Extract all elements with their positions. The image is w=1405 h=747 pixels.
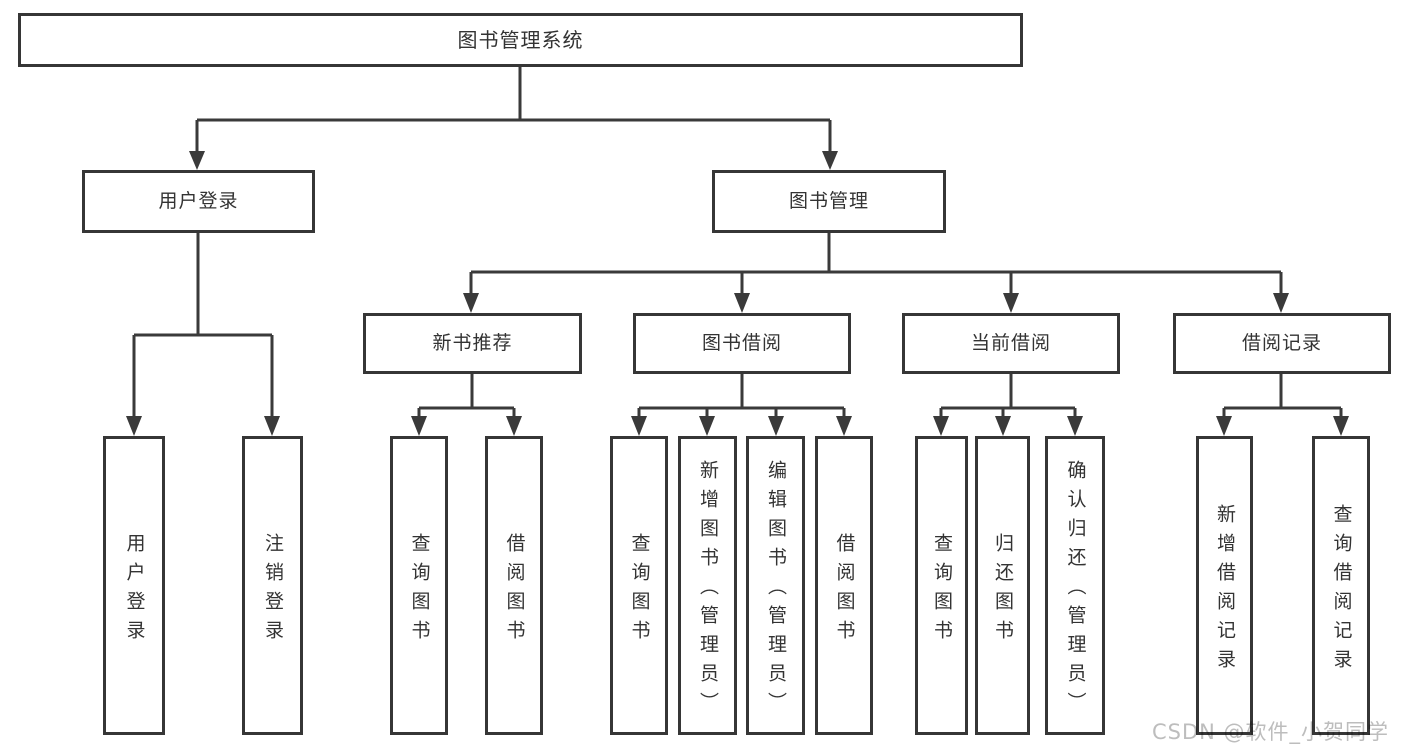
leaf-confirm-return-admin-label: 确认归还（管理员） <box>1064 460 1087 721</box>
connector-current-borrowing-children <box>933 374 1083 436</box>
node-new-book-recommend: 新书推荐 <box>363 313 582 374</box>
leaf-user-login: 用户登录 <box>103 436 165 735</box>
connector-borrowing-records-children <box>1216 374 1349 436</box>
leaf-query-books-borrowing: 查询图书 <box>610 436 668 735</box>
leaf-user-login-label: 用户登录 <box>123 532 146 649</box>
node-user-login: 用户登录 <box>82 170 315 233</box>
leaf-query-books-current: 查询图书 <box>915 436 968 735</box>
node-current-borrowing-label: 当前借阅 <box>970 332 1051 354</box>
leaf-query-books-recommend: 查询图书 <box>390 436 448 735</box>
connector-book-management-children <box>463 233 1289 313</box>
leaf-add-book-admin-label: 新增图书（管理员） <box>697 460 719 721</box>
node-user-login-label: 用户登录 <box>158 190 239 212</box>
node-borrowing-records: 借阅记录 <box>1173 313 1391 374</box>
leaf-borrow-books-recommend-label: 借阅图书 <box>503 532 526 649</box>
leaf-return-book: 归还图书 <box>975 436 1030 735</box>
leaf-confirm-return-admin: 确认归还（管理员） <box>1045 436 1105 735</box>
leaf-add-book-admin: 新增图书（管理员） <box>678 436 737 735</box>
leaf-query-books-borrowing-label: 查询图书 <box>628 532 651 649</box>
node-book-borrowing-label: 图书借阅 <box>701 332 782 354</box>
leaf-edit-book-admin: 编辑图书（管理员） <box>746 436 805 735</box>
leaf-add-borrow-record-label: 新增借阅记录 <box>1214 503 1236 678</box>
leaf-borrow-books-recommend: 借阅图书 <box>485 436 543 735</box>
connector-root-to-level2 <box>189 67 838 170</box>
leaf-borrow-books: 借阅图书 <box>815 436 873 735</box>
leaf-query-borrow-record: 查询借阅记录 <box>1312 436 1370 735</box>
leaf-query-books-current-label: 查询图书 <box>931 532 953 649</box>
node-library-system-label: 图书管理系统 <box>457 28 584 52</box>
leaf-borrow-books-label: 借阅图书 <box>833 532 856 649</box>
node-book-borrowing: 图书借阅 <box>633 313 851 374</box>
leaf-logout: 注销登录 <box>242 436 303 735</box>
leaf-add-borrow-record: 新增借阅记录 <box>1196 436 1253 735</box>
leaf-edit-book-admin-label: 编辑图书（管理员） <box>765 460 787 721</box>
connector-new-book-recommend-children <box>411 374 522 436</box>
node-borrowing-records-label: 借阅记录 <box>1241 332 1322 354</box>
node-new-book-recommend-label: 新书推荐 <box>432 332 513 354</box>
leaf-return-book-label: 归还图书 <box>992 532 1014 649</box>
leaf-query-books-recommend-label: 查询图书 <box>408 532 431 649</box>
connector-user-login-children <box>126 233 280 436</box>
node-book-management: 图书管理 <box>712 170 946 233</box>
connector-book-borrowing-children <box>631 374 852 436</box>
leaf-query-borrow-record-label: 查询借阅记录 <box>1330 503 1353 678</box>
node-current-borrowing: 当前借阅 <box>902 313 1120 374</box>
node-book-management-label: 图书管理 <box>788 190 869 212</box>
node-library-system: 图书管理系统 <box>18 13 1023 67</box>
csdn-watermark: CSDN @软件_小贺同学 <box>1152 720 1390 744</box>
leaf-logout-label: 注销登录 <box>262 532 284 649</box>
